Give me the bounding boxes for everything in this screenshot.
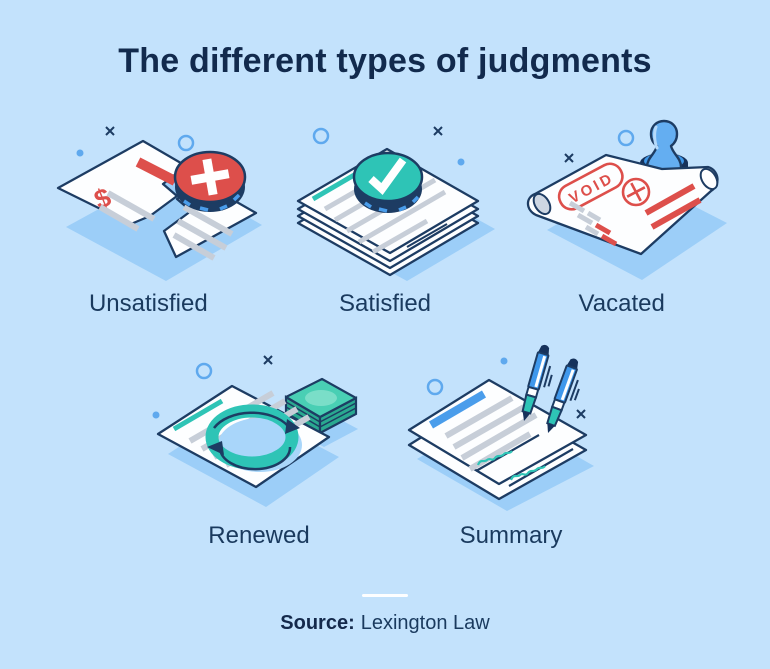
source-label: Source: [280, 612, 355, 634]
sparkle-x-icon [105, 126, 116, 136]
ring-decoration [178, 134, 195, 152]
ring-decoration [426, 378, 444, 396]
sparkle-x-icon [563, 153, 574, 163]
pen-icon [521, 344, 553, 421]
void-stamped-scroll-icon: VOID [526, 119, 727, 280]
dot-decoration [457, 158, 465, 166]
ring-decoration [617, 129, 634, 147]
dot-decoration [500, 357, 508, 365]
dot-decoration [76, 149, 84, 157]
label-satisfied: Satisfied [338, 290, 432, 317]
label-vacated: Vacated [578, 290, 665, 317]
footer-divider [362, 594, 408, 597]
card-unsatisfied: $ [30, 109, 267, 319]
check-coin-icon [352, 151, 424, 213]
sparkle-x-icon [263, 355, 273, 365]
ring-decoration [195, 362, 213, 380]
source-line: Source:Lexington Law [0, 612, 770, 635]
signed-documents-pens-icon [407, 344, 594, 511]
card-renewed: Renewed [141, 341, 377, 551]
crossed-circle-mark [621, 177, 650, 207]
torn-document-plus-coin-icon: $ [57, 126, 263, 281]
sparkle-x-icon [576, 409, 586, 419]
dot-decoration [152, 411, 160, 419]
source-value: Lexington Law [360, 612, 490, 634]
sparkle-x-icon [433, 126, 443, 136]
renew-cycle-document-icon [152, 355, 358, 507]
page-title: The different types of judgments [118, 42, 652, 80]
label-renewed: Renewed [208, 522, 310, 549]
card-satisfied: Satisfied [267, 109, 504, 319]
card-summary: Summary [393, 341, 629, 551]
card-vacated: VOID [503, 109, 740, 319]
label-unsatisfied: Unsatisfied [88, 290, 208, 317]
plus-coin-icon [174, 150, 247, 212]
judgment-row-2: Renewed [0, 341, 770, 551]
paper-stack-check-coin-icon [296, 126, 495, 281]
label-summary: Summary [459, 522, 563, 549]
signature-squiggles [476, 450, 546, 481]
judgment-row-1: $ [0, 109, 770, 319]
ring-decoration [312, 127, 330, 145]
pen-icon [546, 358, 580, 433]
renew-cycle-icon [205, 404, 302, 472]
